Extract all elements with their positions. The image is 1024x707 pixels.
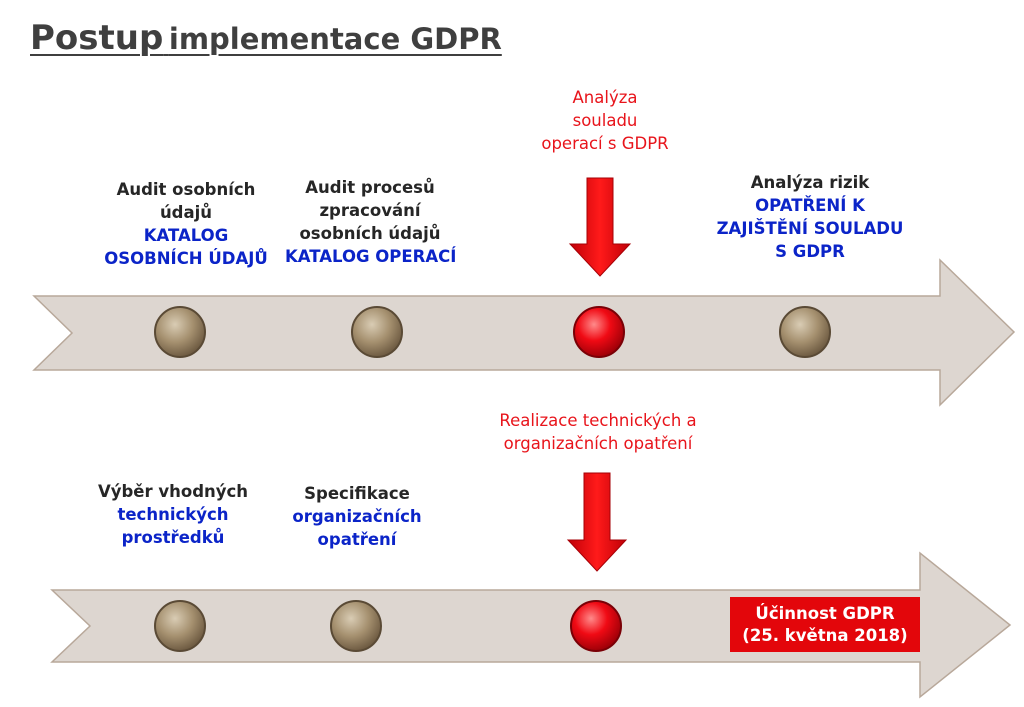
- step-audit-personal-data: Audit osobních údajů KATALOG OSOBNÍCH ÚD…: [100, 178, 272, 270]
- step-output: KATALOG OPERACÍ: [285, 247, 457, 266]
- step-output: ZAJIŠTĚNÍ SOULADU: [716, 219, 904, 238]
- step-output: technických: [117, 505, 229, 524]
- step-text: Audit osobních: [116, 180, 256, 199]
- step-text: organizačních opatření: [503, 434, 693, 453]
- step-text: osobních údajů: [299, 224, 441, 243]
- step-output: organizačních: [292, 507, 422, 526]
- step-audit-processes: Audit procesů zpracování osobních údajů …: [285, 176, 457, 268]
- badge-date: (25. května 2018): [742, 625, 908, 645]
- step-technical-means: Výběr vhodných technických prostředků: [88, 480, 258, 549]
- step-text: údajů: [159, 203, 213, 222]
- title-part2: implementace GDPR: [168, 22, 502, 56]
- step-text: Analýza: [572, 88, 638, 107]
- step-risk-analysis: Analýza rizik OPATŘENÍ K ZAJIŠTĚNÍ SOULA…: [705, 171, 915, 263]
- milestone-dot-done: [154, 306, 206, 358]
- step-output: opatření: [317, 530, 397, 549]
- step-output: prostředků: [121, 528, 225, 547]
- timeline-arrow-2: [50, 551, 1012, 699]
- step-text: Realizace technických a: [499, 411, 697, 430]
- badge-title: Účinnost GDPR: [755, 603, 895, 623]
- step-text: souladu: [572, 111, 638, 130]
- step-output: OSOBNÍCH ÚDAJŮ: [104, 249, 268, 268]
- step-text: Specifikace: [304, 484, 410, 503]
- milestone-dot-done: [779, 306, 831, 358]
- page-title: Postup implementace GDPR: [30, 18, 502, 58]
- step-output: S GDPR: [775, 242, 845, 261]
- title-part1: Postup: [30, 18, 164, 58]
- milestone-dot-done: [351, 306, 403, 358]
- milestone-dot-done: [154, 600, 206, 652]
- step-output: KATALOG: [143, 226, 229, 245]
- step-implementation: Realizace technických a organizačních op…: [480, 409, 716, 455]
- gdpr-effective-date-badge: Účinnost GDPR (25. května 2018): [730, 597, 920, 652]
- step-text: Analýza rizik: [750, 173, 870, 192]
- step-compliance-analysis: Analýza souladu operací s GDPR: [520, 86, 690, 155]
- milestone-dot-done: [330, 600, 382, 652]
- step-output: OPATŘENÍ K: [755, 196, 865, 215]
- current-step-marker-arrow: [568, 177, 632, 277]
- milestone-dot-current: [570, 600, 622, 652]
- timeline-arrow-1: [32, 258, 1016, 407]
- step-text: Výběr vhodných: [97, 482, 249, 501]
- step-text: Audit procesů: [305, 178, 435, 197]
- step-text: zpracování: [319, 201, 421, 220]
- milestone-dot-current: [573, 306, 625, 358]
- current-step-marker-arrow: [566, 472, 628, 572]
- step-text: operací s GDPR: [541, 134, 669, 153]
- step-organizational-measures: Specifikace organizačních opatření: [272, 482, 442, 551]
